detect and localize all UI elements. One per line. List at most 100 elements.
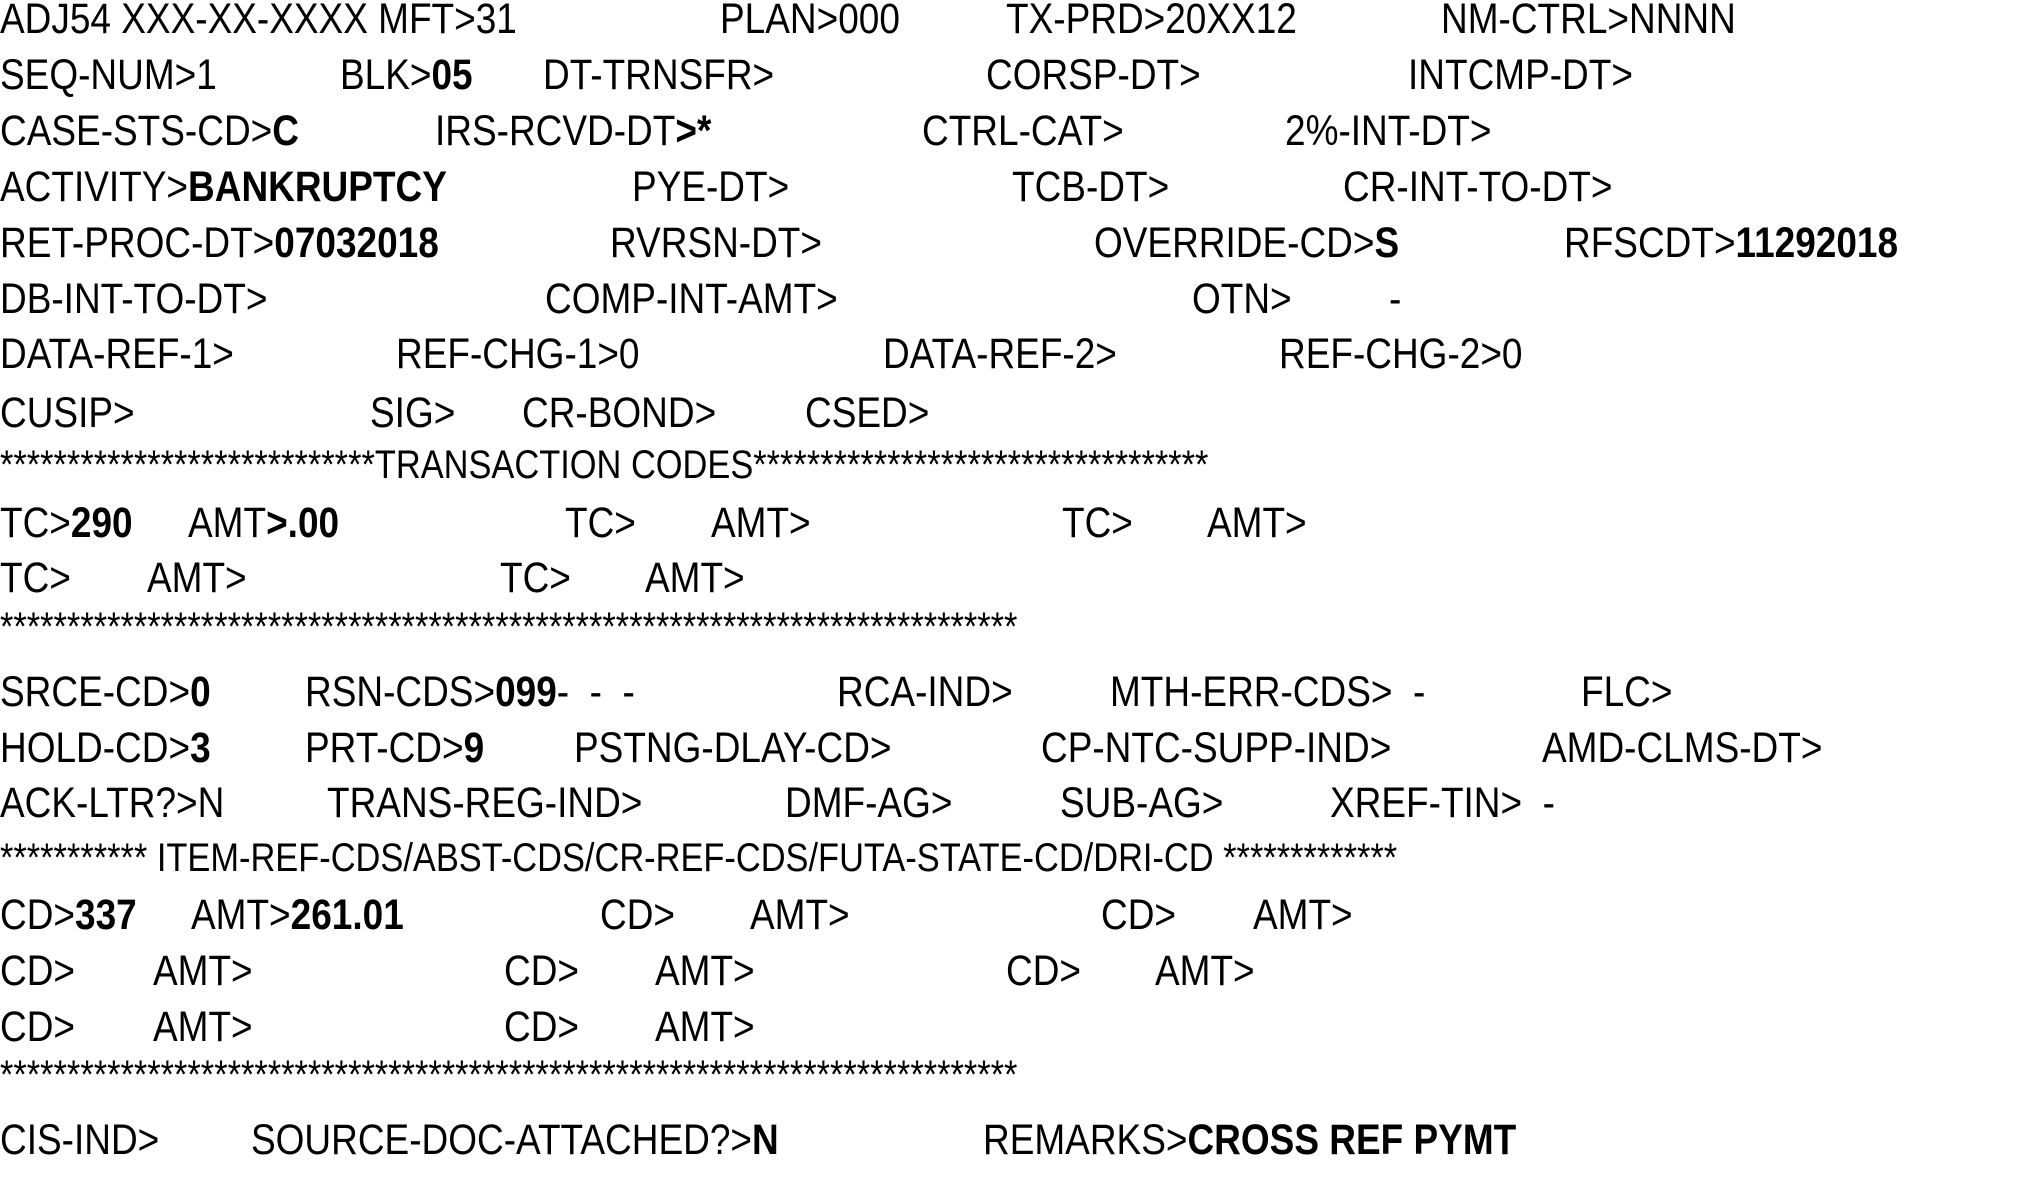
record-field: ADJ54 XXX-XX-XXXX MFT>31 (0, 0, 517, 44)
record-field: PSTNG-DLAY-CD> (574, 723, 892, 773)
field-value: 05 (431, 51, 473, 99)
record-field: HOLD-CD>3 (0, 723, 211, 773)
record-line: ADJ54 XXX-XX-XXXX MFT>31 PLAN>000 TX-PRD>2… (0, 0, 2025, 44)
record-field: REMARKS>CROSS REF PYMT (983, 1115, 1516, 1165)
section-header: ****************************TRANSACTION … (0, 443, 1209, 487)
record-field: CD> (504, 1002, 579, 1052)
separator-line: ****************************************… (0, 1050, 2025, 1100)
record-field: CD> (1101, 890, 1176, 940)
record-field: AMT> (1253, 890, 1353, 940)
field-label: RET-PROC-DT> (0, 219, 275, 267)
record-field: OVERRIDE-CD>S (1094, 218, 1399, 268)
record-field: CD> (504, 946, 579, 996)
field-label: DB-INT-TO-DT> (0, 275, 268, 323)
field-label: CD> (0, 947, 76, 995)
record-field: REF-CHG-1>0 (396, 329, 640, 379)
record-field: MTH-ERR-CDS> - (1110, 667, 1425, 717)
record-field: XREF-TIN> - (1330, 778, 1555, 828)
field-label: HOLD-CD> (0, 724, 191, 772)
record-field: DB-INT-TO-DT> (0, 274, 267, 324)
record-field: AMT> (750, 890, 850, 940)
record-field: ACTIVITY>BANKRUPTCY (0, 162, 447, 212)
field-label: RVRSN-DT> (610, 219, 823, 267)
record-field: AMT>.00 (188, 498, 339, 548)
record-line: CD> AMT> CD> AMT> (0, 1002, 2025, 1052)
field-value: 337 (75, 891, 137, 939)
field-value: BANKRUPTCY (188, 163, 447, 211)
record-field: PLAN>000 (720, 0, 900, 44)
section-header: ****************************************… (0, 1053, 1018, 1097)
record-field: AMT> (153, 1002, 253, 1052)
field-suffix: - - - (556, 668, 635, 716)
field-label: ACK-LTR?>N (0, 779, 225, 827)
field-label: AMD-CLMS-DT> (1542, 724, 1823, 772)
record-field: CSED> (805, 388, 929, 438)
field-label: FLC> (1580, 668, 1673, 716)
field-label: TX-PRD>20XX12 (1005, 0, 1297, 43)
record-field: TRANS-REG-IND> (327, 778, 642, 828)
field-label: SOURCE-DOC-ATTACHED?> (250, 1116, 752, 1164)
field-label: CTRL-CAT> (921, 107, 1124, 155)
record-field: 2%-INT-DT> (1285, 106, 1492, 156)
record-field: TC> (1062, 498, 1133, 548)
field-label: PSTNG-DLAY-CD> (573, 724, 892, 772)
record-field: FLC> (1581, 667, 1672, 717)
field-label: DT-TRNSFR> (542, 51, 774, 99)
record-line: SEQ-NUM>1 BLK>05 DT-TRNSFR> CORSP-DT> INTCMP… (0, 50, 2025, 100)
record-field: INTCMP-DT> (1408, 50, 1633, 100)
record-line: CUSIP>SIG>CR-BOND>CSED> (0, 388, 2025, 438)
record-field: AMT> (645, 553, 745, 603)
field-label: REF-CHG-2>0 (1278, 330, 1523, 378)
field-value: CROSS REF PYMT (1187, 1116, 1516, 1164)
field-label: CSED> (804, 389, 930, 437)
field-label: ACTIVITY> (0, 163, 189, 211)
field-label: TCB-DT> (1012, 163, 1170, 211)
record-field: SUB-AG> (1060, 778, 1223, 828)
record-field: CORSP-DT> (986, 50, 1201, 100)
field-label: AMT> (146, 554, 247, 602)
field-label: SUB-AG> (1060, 779, 1224, 827)
record-field: RCA-IND> (837, 667, 1013, 717)
field-label: OVERRIDE-CD> (1094, 219, 1375, 267)
field-label: CR-INT-TO-DT> (1343, 163, 1613, 211)
record-field: TX-PRD>20XX12 (1006, 0, 1297, 44)
field-label: CD> (0, 1003, 76, 1051)
record-field: CD>337 (0, 890, 137, 940)
record-field: BLK>05 (340, 50, 473, 100)
field-value: >.00 (266, 499, 340, 547)
record-field: IRS-RCVD-DT>* (435, 106, 711, 156)
field-label: CD> (503, 947, 579, 995)
record-line: TC>AMT>TC>AMT> (0, 553, 2025, 603)
field-label: IRS-RCVD-DT (434, 107, 676, 155)
field-label: DATA-REF-1> (0, 330, 234, 378)
section-header: ****************************************… (0, 605, 1018, 649)
record-field: CR-BOND> (522, 388, 716, 438)
field-label: OTN> (1191, 275, 1292, 323)
field-label: AMT> (711, 499, 811, 547)
field-label: SRCE-CD> (0, 668, 191, 716)
record-field: AMT> (1207, 498, 1307, 548)
field-label: AMT> (153, 947, 253, 995)
field-label: REMARKS> (982, 1116, 1188, 1164)
field-label: AMT> (655, 1003, 756, 1051)
record-field: CD> (0, 1002, 75, 1052)
field-label: AMT> (1207, 499, 1307, 547)
record-field: CASE-STS-CD>C (0, 106, 299, 156)
field-label: CD> (503, 1003, 579, 1051)
record-field: COMP-INT-AMT> (545, 274, 838, 324)
record-field: SIG> (370, 388, 455, 438)
record-field: DATA-REF-1> (0, 329, 234, 379)
field-value: 0 (190, 668, 211, 716)
record-field: SEQ-NUM>1 (0, 50, 217, 100)
field-label: AMT> (655, 947, 756, 995)
record-field: REF-CHG-2>0 (1279, 329, 1523, 379)
field-label: CP-NTC-SUPP-IND> (1040, 724, 1392, 772)
section-header: *********** ITEM-REF-CDS/ABST-CDS/CR-REF… (0, 836, 1398, 880)
field-label: AMT (188, 499, 267, 547)
field-label: AMT> (645, 554, 745, 602)
field-label: TC> (0, 554, 71, 602)
field-label: ADJ54 XXX-XX-XXXX MFT>31 (0, 0, 517, 43)
record-field: TC> (565, 498, 636, 548)
field-label: AMT> (153, 1003, 253, 1051)
